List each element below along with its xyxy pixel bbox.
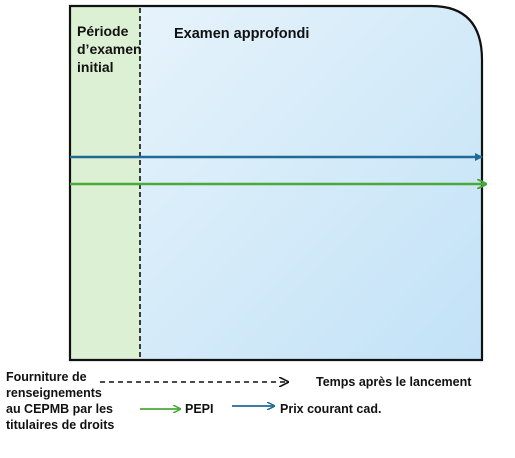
in-depth-review-label: Examen approfondi: [174, 26, 310, 42]
information-filing-label: Fourniture de renseignements au CEPMB pa…: [6, 370, 115, 432]
time-after-launch-label: Temps après le lancement: [316, 375, 472, 389]
initial-review-label: Période d’examen initial: [77, 23, 142, 75]
current-price-legend-label: Prix courant cad.: [280, 402, 382, 416]
pepi-legend-label: PEPI: [185, 402, 214, 416]
diagram-frame: [68, 4, 484, 362]
